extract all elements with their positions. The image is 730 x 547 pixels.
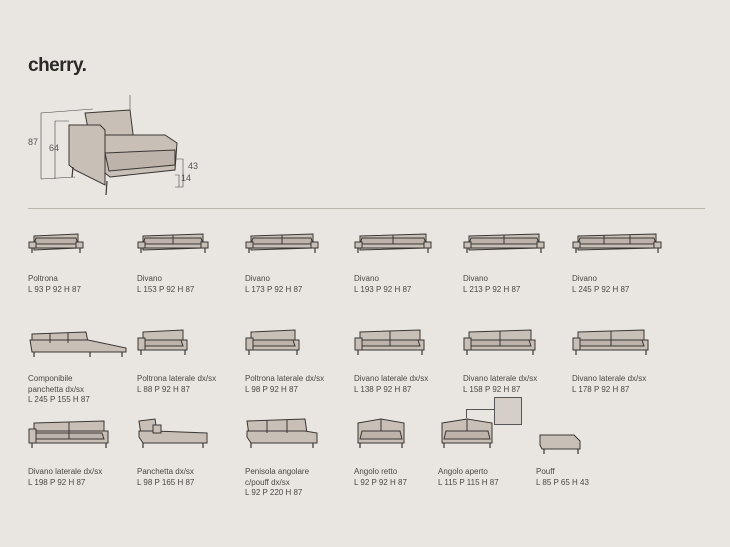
inset-leader-line [466, 409, 495, 418]
item-name: Poltrona [28, 274, 58, 283]
product-item: Divano laterale dx/sx L 158 P 92 H 87 [463, 322, 573, 395]
item-name: Panchetta dx/sx [137, 467, 194, 476]
product-item: Divano laterale dx/sx L 198 P 92 H 87 [28, 413, 138, 488]
item-dimensions: L 245 P 92 H 87 [572, 284, 630, 294]
product-item: Panchetta dx/sx L 98 P 165 H 87 [137, 413, 247, 488]
divider [28, 208, 705, 209]
item-name: Pouff [536, 467, 555, 476]
item-name: Divano laterale dx/sx [28, 467, 103, 476]
item-name-2: c/pouff dx/sx [245, 477, 290, 487]
item-name-2: panchetta dx/sx [28, 384, 85, 394]
sofa-drawing [572, 233, 662, 253]
item-dimensions: L 138 P 92 H 87 [354, 384, 412, 394]
item-dimensions: L 173 P 92 H 87 [245, 284, 303, 294]
item-name: Penisola angolare [245, 467, 310, 476]
side-drawing [28, 420, 109, 448]
item-dimensions: L 98 P 165 H 87 [137, 477, 195, 487]
item-dimensions: L 115 P 115 H 87 [438, 477, 499, 487]
dim-leg-height: 14 [181, 173, 191, 183]
side-drawing [245, 329, 300, 355]
chaise-combo-drawing [29, 331, 127, 357]
item-dimensions: L 198 P 92 H 87 [28, 477, 86, 487]
sofa-drawing [28, 233, 84, 253]
product-item: Poltrona laterale dx/sx L 88 P 92 H 87 [137, 322, 247, 395]
product-item: Divano L 153 P 92 H 87 [137, 226, 247, 295]
item-name: Divano laterale dx/sx [463, 374, 538, 383]
item-dimensions: L 178 P 92 H 87 [572, 384, 630, 394]
item-name: Divano laterale dx/sx [354, 374, 429, 383]
item-dimensions: L 153 P 92 H 87 [137, 284, 195, 294]
item-dimensions: L 98 P 92 H 87 [245, 384, 298, 394]
item-name: Divano [245, 274, 270, 283]
angle-detail-inset [494, 397, 522, 425]
product-item: Divano L 213 P 92 H 87 [463, 226, 573, 295]
product-item: Componibile panchetta dx/sx L 245 P 155 … [28, 322, 138, 406]
item-name: Divano [572, 274, 597, 283]
product-item: Divano L 193 P 92 H 87 [354, 226, 464, 295]
item-dimensions: L 92 P 220 H 87 [245, 488, 303, 497]
item-dimensions: L 245 P 155 H 87 [28, 395, 90, 404]
product-item: Angolo retto L 92 P 92 H 87 [354, 413, 464, 488]
item-name: Poltrona laterale dx/sx [245, 374, 325, 383]
item-name: Poltrona laterale dx/sx [137, 374, 217, 383]
item-name: Angolo retto [354, 467, 398, 476]
dim-seat-height: 43 [188, 161, 198, 171]
item-name: Divano laterale dx/sx [572, 374, 647, 383]
dim-height-arm: 64 [49, 143, 59, 153]
product-item: Divano L 173 P 92 H 87 [245, 226, 355, 295]
sofa-drawing [245, 233, 319, 253]
item-name: Divano [137, 274, 162, 283]
item-name: Angolo aperto [438, 467, 488, 476]
dim-height-total: 87 [28, 137, 38, 147]
brand-logo: cherry. [28, 55, 87, 76]
pouf-drawing [539, 434, 581, 454]
corner-drawing [441, 418, 493, 448]
product-item: Penisola angolare c/pouff dx/sx L 92 P 2… [245, 413, 355, 499]
side-drawing [354, 329, 425, 355]
item-dimensions: L 93 P 92 H 87 [28, 284, 81, 294]
product-item: Poltrona L 93 P 92 H 87 [28, 226, 138, 295]
corner-drawing [357, 418, 405, 448]
item-dimensions: L 92 P 92 H 87 [354, 477, 407, 487]
product-item: Divano L 245 P 92 H 87 [572, 226, 682, 295]
item-name: Divano [463, 274, 488, 283]
item-dimensions: L 213 P 92 H 87 [463, 284, 521, 294]
product-item: Divano laterale dx/sx L 138 P 92 H 87 [354, 322, 464, 395]
item-dimensions: L 158 P 92 H 87 [463, 384, 521, 394]
hero-armchair-diagram: 87 64 43 14 [28, 95, 198, 196]
peninsula-drawing [246, 418, 318, 448]
item-dimensions: L 88 P 92 H 87 [137, 384, 190, 394]
side-drawing [572, 329, 649, 355]
sofa-drawing [137, 233, 209, 253]
item-dimensions: L 193 P 92 H 87 [354, 284, 412, 294]
item-dimensions: L 85 P 65 H 43 [536, 477, 589, 487]
item-name: Componibile [28, 374, 73, 383]
sofa-drawing [354, 233, 432, 253]
side-drawing [137, 329, 188, 355]
item-name: Divano [354, 274, 379, 283]
product-item: Poltrona laterale dx/sx L 98 P 92 H 87 [245, 322, 355, 395]
chaise-drawing [138, 418, 208, 448]
product-item: Divano laterale dx/sx L 178 P 92 H 87 [572, 322, 682, 395]
side-drawing [463, 329, 536, 355]
product-item: Angolo aperto L 115 P 115 H 87 [438, 397, 548, 488]
product-item: Pouff L 85 P 65 H 43 [536, 413, 646, 488]
sofa-drawing [463, 233, 545, 253]
